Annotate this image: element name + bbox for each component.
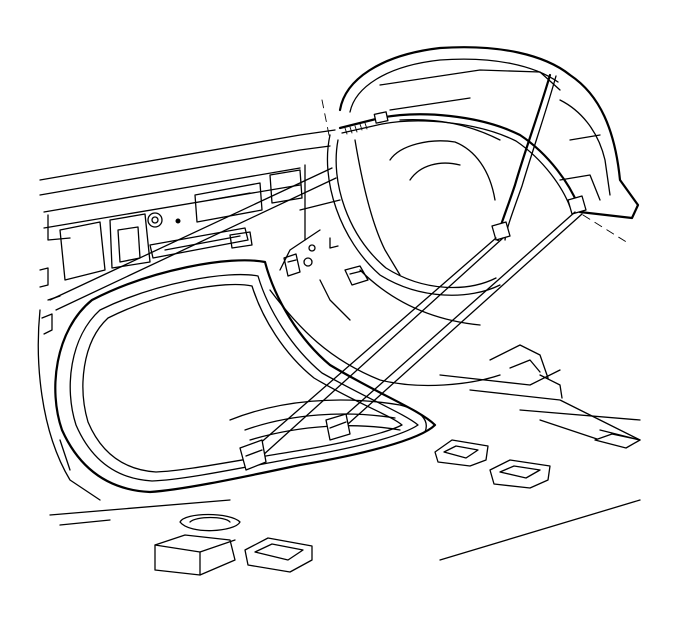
cable-strand-right <box>339 211 576 421</box>
leader-line-right <box>582 214 629 244</box>
trunk-opening-seal <box>37 259 437 501</box>
floor-pad-1 <box>434 439 489 467</box>
cable-upper-segment <box>378 113 580 207</box>
cable-diagonal-long <box>49 167 333 301</box>
cable-floor-clip-right <box>325 413 351 441</box>
floor-pad-2 <box>489 459 551 489</box>
floor-pad-3 <box>594 433 641 449</box>
floor-plugs <box>154 433 641 576</box>
trunk-floor <box>49 289 641 561</box>
floor-block-left <box>154 534 236 576</box>
rear-deck-panel <box>39 129 341 288</box>
cable-end-clip <box>373 111 389 124</box>
cable-clip-right <box>567 195 587 215</box>
trunk-release-cable <box>49 73 629 471</box>
cable-clip-middle <box>491 221 511 241</box>
latch-bracket <box>283 237 369 321</box>
cable-floor-clip-left <box>239 439 267 471</box>
floor-pad-square <box>244 537 313 573</box>
cable-vertical-segment <box>496 73 552 242</box>
cable-end-fitting <box>338 116 382 130</box>
leader-line-upper <box>321 99 331 141</box>
cable-strand-left <box>249 237 497 453</box>
rear-seat-back <box>326 46 640 326</box>
